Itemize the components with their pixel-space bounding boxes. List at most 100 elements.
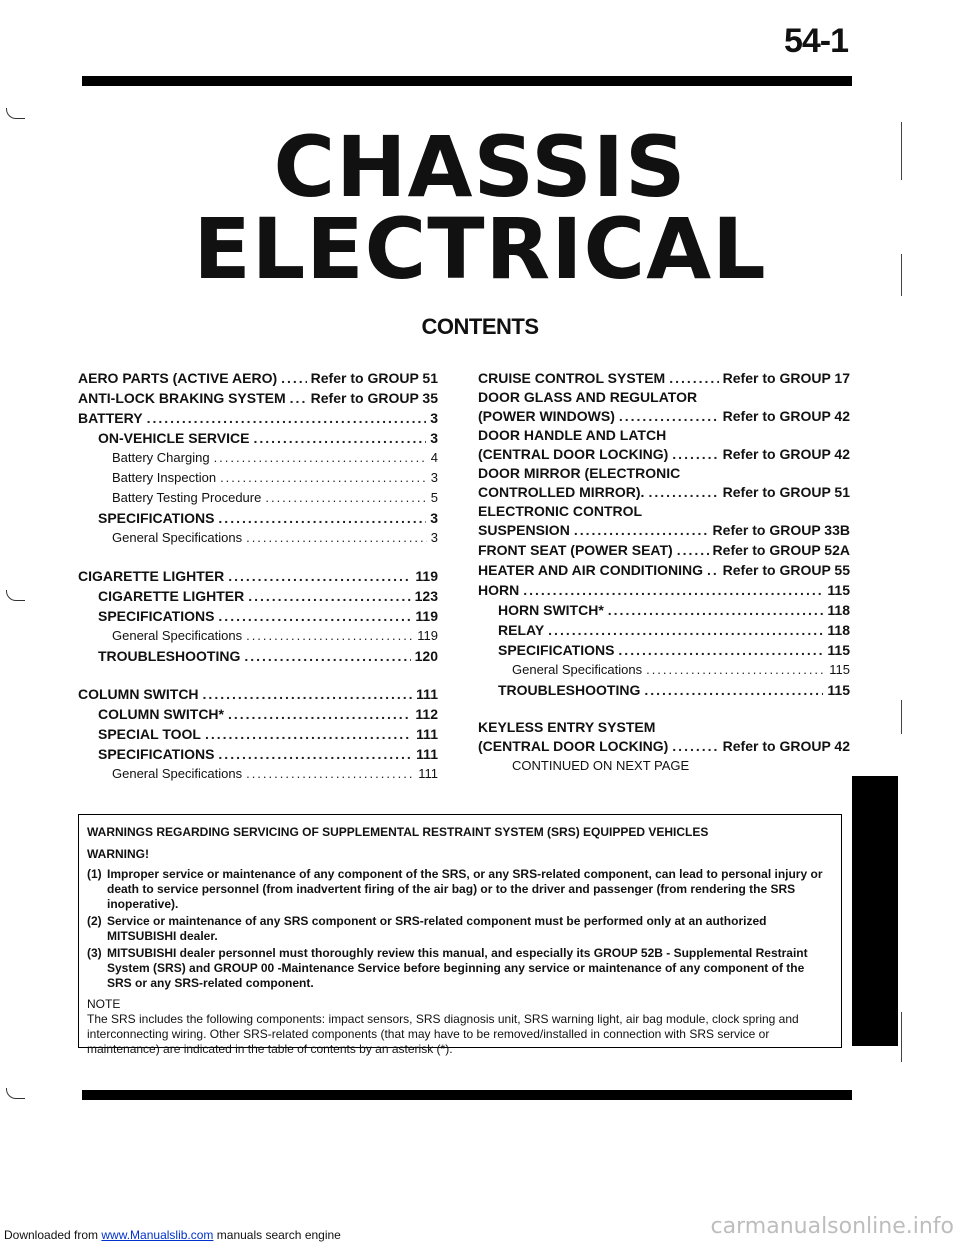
toc-entry: General Specifications 3 (78, 528, 438, 548)
toc-entry: KEYLESS ENTRY SYSTEM (478, 719, 656, 735)
toc-leader-dots (677, 540, 709, 560)
toc-entry-label: COLUMN SWITCH (78, 686, 199, 702)
toc-entry-page: Refer to GROUP 51 (310, 370, 438, 386)
toc-entry-page: Refer to GROUP 42 (722, 738, 850, 754)
footer-prefix: Downloaded from (4, 1228, 102, 1242)
toc-entry-page: 3 (430, 410, 438, 426)
toc-entry: CONTROLLED MIRROR).Refer to GROUP 51 (478, 482, 850, 502)
toc-entry: Battery Inspection3 (78, 468, 438, 488)
footer: Downloaded from www.Manualslib.com manua… (4, 1228, 341, 1242)
corner-mark-top-left (6, 108, 25, 119)
toc-entry-label: TROUBLESHOOTING (98, 648, 241, 664)
toc-entry: (POWER WINDOWS)Refer to GROUP 42 (478, 406, 850, 426)
toc-entry-page: 4 (430, 450, 438, 465)
toc-entry: TROUBLESHOOTING115 (478, 680, 850, 700)
toc-leader-dots (203, 684, 413, 704)
warning-label: WARNING! (87, 847, 149, 861)
toc-leader-dots (147, 408, 427, 428)
toc-leader-dots (707, 560, 719, 580)
toc-entry-page: 120 (414, 648, 438, 664)
toc-entry-page: Refer to GROUP 51 (722, 484, 850, 500)
warning-item-number: (1) (87, 867, 102, 881)
toc-entry-label: AERO PARTS (ACTIVE AERO) (78, 370, 278, 386)
title-line-2: ELECTRICAL (193, 200, 767, 298)
toc-entry: HORN115 (478, 580, 850, 600)
toc-entry-page: 119 (417, 628, 438, 643)
manualslib-link[interactable]: www.Manualslib.com (101, 1228, 214, 1242)
toc-entry: COLUMN SWITCH*112 (78, 704, 438, 724)
toc-leader-dots (548, 620, 823, 640)
toc-entry: SUSPENSIONRefer to GROUP 33B (478, 520, 850, 540)
warning-title: WARNINGS REGARDING SERVICING OF SUPPLEME… (87, 825, 709, 839)
toc-leader-dots (574, 520, 709, 540)
toc-leader-dots (672, 444, 718, 464)
toc-entry-label: CRUISE CONTROL SYSTEM (478, 370, 666, 386)
side-tab (852, 776, 898, 1046)
toc-entry: General Specifications111 (78, 764, 438, 784)
margin-mark-2 (901, 254, 902, 296)
toc-entry-page: 5 (430, 490, 438, 505)
toc-leader-dots (218, 508, 426, 528)
toc-entry: General Specifications119 (78, 626, 438, 646)
toc-entry: HORN SWITCH*118 (478, 600, 850, 620)
toc-leader-dots (246, 528, 427, 548)
toc-entry: DOOR MIRROR (ELECTRONIC (478, 465, 681, 481)
toc-entry-label: HORN (478, 582, 520, 598)
note-label: NOTE (87, 997, 121, 1011)
toc-entry-label: ON-VEHICLE SERVICE (98, 430, 250, 446)
contents-heading: CONTENTS (421, 314, 540, 339)
toc-leader-dots (265, 488, 426, 508)
toc-entry-page: Refer to GROUP 55 (722, 562, 850, 578)
toc-leader-dots (648, 482, 718, 502)
toc-entry-label: (POWER WINDOWS) (478, 408, 615, 424)
toc-entry-label: Battery Charging (112, 450, 210, 465)
toc-entry-page: 111 (416, 686, 438, 702)
toc-entry-label: COLUMN SWITCH* (98, 706, 224, 722)
footer-suffix: manuals search engine (213, 1228, 341, 1242)
toc-entry: CRUISE CONTROL SYSTEMRefer to GROUP 17 (478, 368, 850, 388)
toc-entry-label: SUSPENSION (478, 522, 570, 538)
toc-entry-page: 3 (430, 530, 438, 545)
toc-leader-dots (644, 680, 823, 700)
toc-entry-page: 115 (829, 662, 850, 677)
corner-mark-bottom-left (6, 1088, 25, 1099)
warning-item-text: Improper service or maintenance of any c… (107, 867, 823, 911)
bottom-rule (82, 1090, 852, 1100)
toc-entry: RELAY118 (478, 620, 850, 640)
toc-leader-dots (220, 468, 427, 488)
toc-spacer (78, 548, 438, 566)
toc-entry-label: HEATER AND AIR CONDITIONING (478, 562, 704, 578)
toc-entry: CIGARETTE LIGHTER119 (78, 566, 438, 586)
toc-entry-page: Refer to GROUP 42 (722, 446, 850, 462)
toc-leader-dots (646, 660, 825, 680)
toc-leader-dots (214, 448, 427, 468)
toc-right-column: CRUISE CONTROL SYSTEMRefer to GROUP 17 DO… (478, 368, 850, 776)
toc-entry: SPECIFICATIONS119 (78, 606, 438, 626)
toc-entry: BATTERY 3 (78, 408, 438, 428)
toc-leader-dots (246, 764, 414, 784)
toc-entry-page: Refer to GROUP 52A (712, 542, 850, 558)
toc-entry-label: General Specifications (112, 530, 243, 545)
toc-entry: (CENTRAL DOOR LOCKING)Refer to GROUP 42 (478, 444, 850, 464)
watermark: carmanualsonline.info (710, 1214, 954, 1239)
toc-entry: TROUBLESHOOTING 120 (78, 646, 438, 666)
toc-entry: AERO PARTS (ACTIVE AERO) Refer to GROUP 5… (78, 368, 438, 388)
toc-leader-dots (523, 580, 823, 600)
toc-leader-dots (608, 600, 824, 620)
toc-entry: COLUMN SWITCH 111 (78, 684, 438, 704)
warning-item-text: Service or maintenance of any SRS compon… (107, 914, 767, 943)
toc-entry: ELECTRONIC CONTROL (478, 503, 643, 519)
toc-entry-label: Battery Testing Procedure (112, 490, 262, 505)
toc-leader-dots (618, 640, 823, 660)
toc-entry: ANTI-LOCK BRAKING SYSTEMRefer to GROUP 3… (78, 388, 438, 408)
toc-entry-page: 111 (416, 726, 438, 742)
toc-entry: Battery Testing Procedure 5 (78, 488, 438, 508)
toc-entry: DOOR HANDLE AND LATCH (478, 427, 667, 443)
toc-entry-page: 111 (418, 766, 438, 781)
toc-entry: ON-VEHICLE SERVICE3 (78, 428, 438, 448)
toc-entry-label: BATTERY (78, 410, 143, 426)
toc-entry-label: TROUBLESHOOTING (498, 682, 641, 698)
toc-entry-page: 118 (827, 622, 850, 638)
toc-leader-dots (218, 606, 411, 626)
toc-leader-dots (244, 646, 410, 666)
